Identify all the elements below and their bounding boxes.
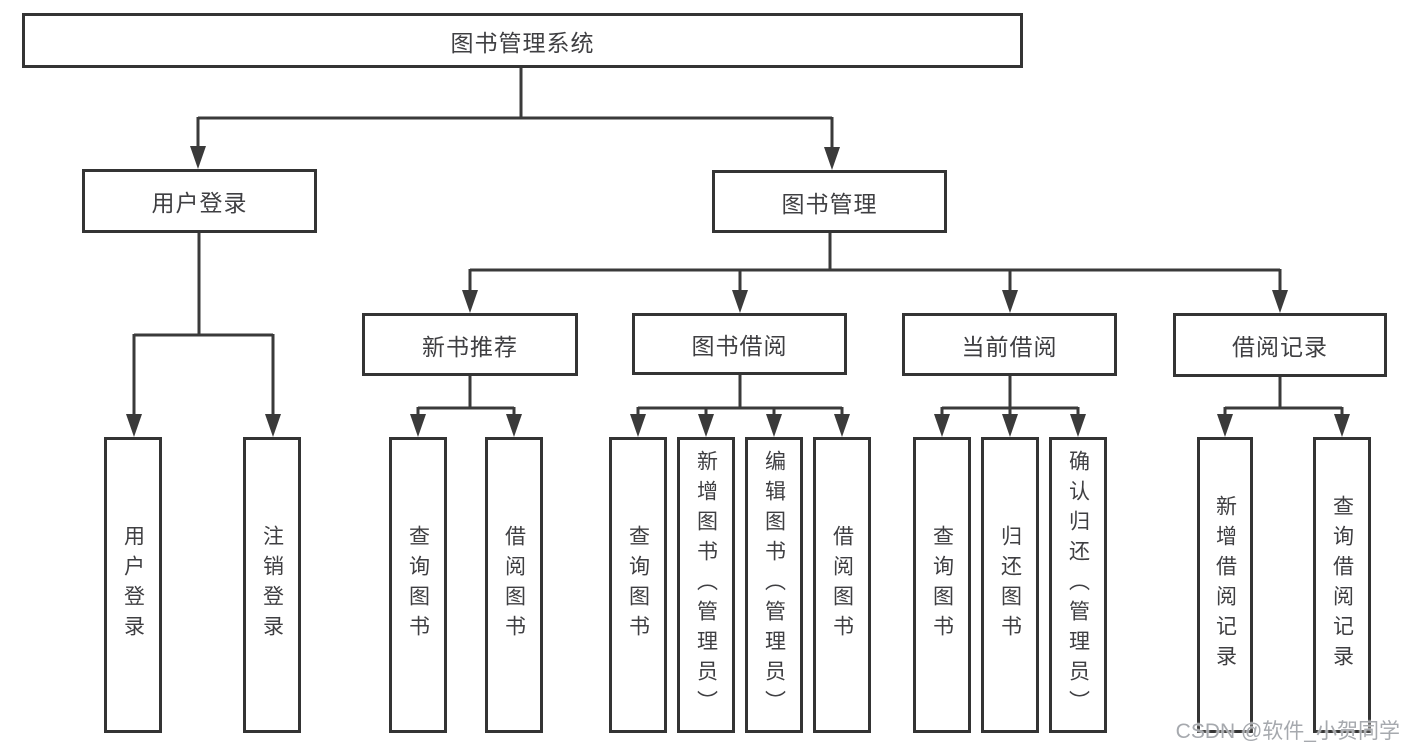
leaf-logout: 注销登录 <box>243 437 301 733</box>
csdn-watermark: CSDN @软件_小贺同学 <box>1175 720 1400 743</box>
leaf-borrow-add-books-admin-label: 新增图书（管理员） <box>694 450 718 720</box>
node-book-borrow-label: 图书借阅 <box>691 333 788 359</box>
node-current-borrow: 当前借阅 <box>902 313 1117 376</box>
leaf-borrow-query-books-label: 查询图书 <box>626 525 650 645</box>
leaf-recommend-borrow-books: 借阅图书 <box>485 437 543 733</box>
leaf-borrow-edit-books-admin-label: 编辑图书（管理员） <box>762 450 786 720</box>
node-book-management-label: 图书管理 <box>781 190 878 217</box>
node-new-book-recommend-label: 新书推荐 <box>422 333 518 360</box>
node-book-borrow: 图书借阅 <box>632 313 847 375</box>
node-user-login-label: 用户登录 <box>151 190 248 216</box>
arrowheads <box>126 146 1350 437</box>
leaf-records-query-record: 查询借阅记录 <box>1313 437 1371 733</box>
leaf-records-query-record-label: 查询借阅记录 <box>1330 495 1354 675</box>
leaf-current-confirm-return-admin: 确认归还（管理员） <box>1049 437 1107 733</box>
node-user-login-branch: 用户登录 <box>82 169 317 233</box>
leaf-current-confirm-return-admin-label: 确认归还（管理员） <box>1066 450 1090 720</box>
leaf-user-login: 用户登录 <box>104 437 162 733</box>
node-root-label: 图书管理系统 <box>450 29 595 56</box>
leaf-current-query-books: 查询图书 <box>913 437 971 733</box>
leaf-records-add-record: 新增借阅记录 <box>1197 437 1253 733</box>
leaf-current-return-books-label: 归还图书 <box>998 525 1022 645</box>
node-current-borrow-label: 当前借阅 <box>961 333 1058 360</box>
leaf-borrow-borrow-books: 借阅图书 <box>813 437 871 733</box>
leaf-recommend-query-books-label: 查询图书 <box>406 525 430 645</box>
leaf-user-login-label: 用户登录 <box>121 525 145 645</box>
leaf-borrow-query-books: 查询图书 <box>609 437 667 733</box>
leaf-borrow-borrow-books-label: 借阅图书 <box>830 525 854 645</box>
leaf-records-add-record-label: 新增借阅记录 <box>1213 495 1237 675</box>
node-borrow-records: 借阅记录 <box>1173 313 1387 377</box>
leaf-borrow-add-books-admin: 新增图书（管理员） <box>677 437 735 733</box>
node-book-management: 图书管理 <box>712 170 947 233</box>
leaf-current-return-books: 归还图书 <box>981 437 1039 733</box>
leaf-logout-label: 注销登录 <box>260 525 284 645</box>
leaf-current-query-books-label: 查询图书 <box>930 525 954 645</box>
leaf-recommend-query-books: 查询图书 <box>389 437 447 733</box>
node-root-system: 图书管理系统 <box>22 13 1023 68</box>
node-new-book-recommend: 新书推荐 <box>362 313 578 376</box>
leaf-borrow-edit-books-admin: 编辑图书（管理员） <box>745 437 803 733</box>
leaf-recommend-borrow-books-label: 借阅图书 <box>502 525 526 645</box>
node-borrow-records-label: 借阅记录 <box>1232 334 1328 360</box>
